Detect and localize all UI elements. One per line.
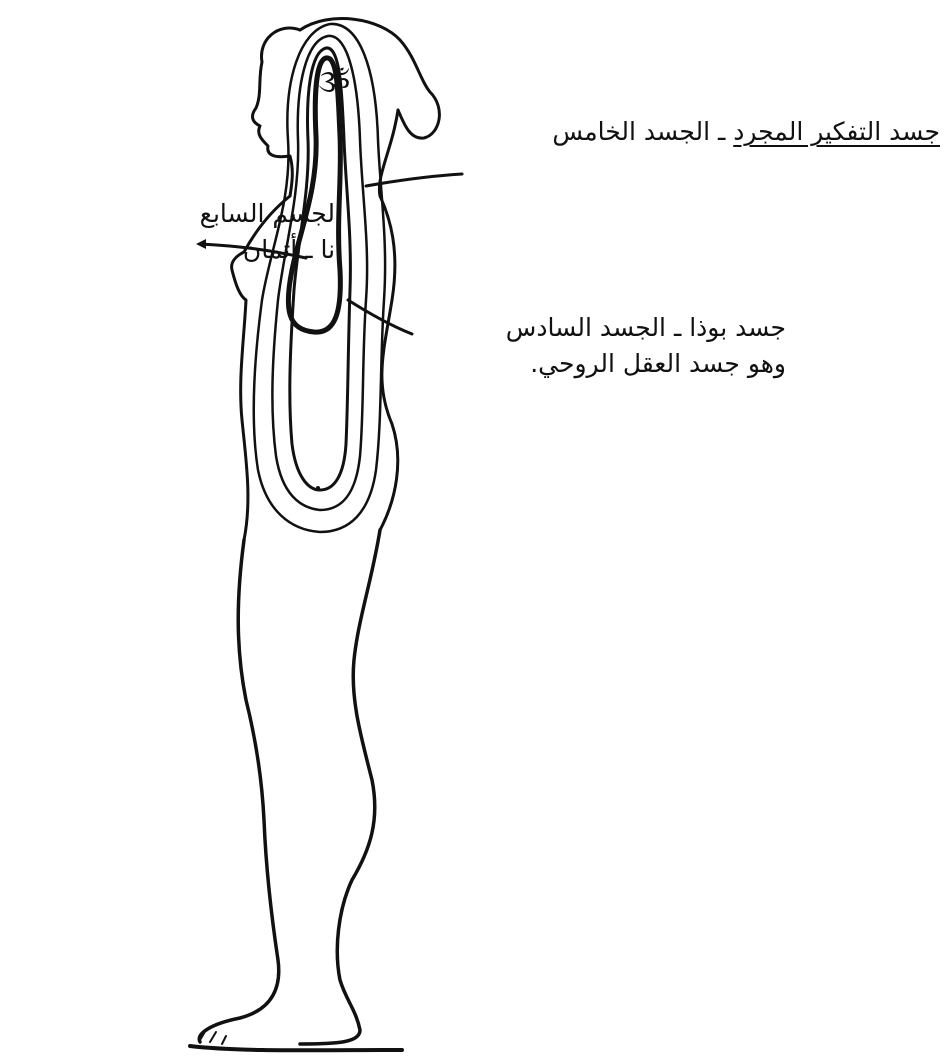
sixth-body-label: جسد بوذا ـ الجسد السادس وهو جسد العقل ال… [426,310,786,382]
sixth-body-line2: وهو جسد العقل الروحي. [426,346,786,382]
fifth-body-label: جسد التفكير المجرد ـ الجسد الخامس [552,114,940,150]
sixth-body-line1: جسد بوذا ـ الجسد السادس [426,310,786,346]
seventh-body-line1: الجسم السابع [172,196,342,232]
subtle-bodies: ૐ [254,24,385,532]
front-leg-outline [199,540,278,1042]
ground-line [190,1046,402,1050]
outer-aura-loop [254,24,385,532]
seventh-body-label: الجسم السابع أنا ـ أتمان [172,196,342,268]
toes-outline [200,1030,226,1044]
sixth-body-leader-line [348,300,412,334]
seventh-body-line2: أنا ـ أتمان [172,232,342,268]
fifth-body-text: ـ الجسد الخامس [552,117,733,146]
head-outline [253,28,300,196]
navel-dot [316,486,320,490]
om-symbol: ૐ [318,65,350,100]
abstract-thought-body-text: جسد التفكير المجرد [733,117,940,146]
back-leg-outline [300,530,380,1044]
